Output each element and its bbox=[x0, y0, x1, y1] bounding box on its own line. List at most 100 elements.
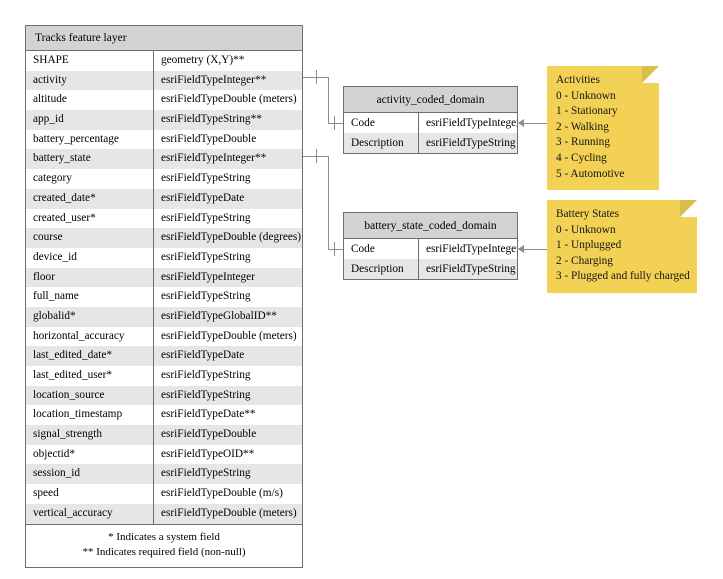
field-type: esriFieldTypeString bbox=[161, 172, 251, 185]
battery-states-note: Battery States 0 - Unknown 1 - Unplugged… bbox=[547, 200, 697, 293]
battery-state-coded-domain-table: battery_state_coded_domain Code esriFiel… bbox=[343, 212, 518, 280]
arrowhead-activities-note bbox=[518, 119, 524, 127]
table-row: SHAPE geometry (X,Y)** bbox=[26, 51, 302, 71]
table-row: created_date* esriFieldTypeDate bbox=[26, 188, 302, 209]
field-type: esriFieldTypeDouble (meters) bbox=[161, 329, 297, 342]
table-row: battery_state esriFieldTypeInteger** bbox=[26, 149, 302, 170]
field-name: Description bbox=[344, 133, 419, 153]
field-type: esriFieldTypeDate bbox=[161, 349, 245, 362]
activity-domain-rows: Code esriFieldTypeInteger Description es… bbox=[344, 113, 517, 153]
table-row: floor esriFieldTypeInteger bbox=[26, 267, 302, 288]
note-line: 3 - Running bbox=[556, 136, 610, 149]
field-type: esriFieldTypeString bbox=[161, 290, 251, 303]
table-row: Code esriFieldTypeInteger bbox=[344, 239, 517, 259]
table-row: globalid* esriFieldTypeGlobalID** bbox=[26, 306, 302, 327]
table-row: full_name esriFieldTypeString bbox=[26, 287, 302, 307]
field-type: esriFieldTypeDouble (degrees) bbox=[161, 231, 302, 244]
field-type: esriFieldTypeString** bbox=[161, 113, 262, 126]
battery-domain-rows: Code esriFieldTypeInteger Description es… bbox=[344, 239, 517, 279]
field-type: esriFieldTypeInteger bbox=[161, 270, 255, 283]
note-fold-icon bbox=[680, 200, 697, 217]
activities-note: Activities 0 - Unknown 1 - Stationary 2 … bbox=[547, 66, 659, 191]
table-row: altitude esriFieldTypeDouble (meters) bbox=[26, 90, 302, 111]
note-line: 4 - Cycling bbox=[556, 151, 607, 164]
field-type: esriFieldTypeDouble bbox=[161, 428, 257, 441]
note-line: 3 - Plugged and fully charged bbox=[556, 270, 690, 283]
connector-battery-horizontal-bottom bbox=[328, 249, 344, 250]
field-type: esriFieldTypeString bbox=[161, 250, 251, 263]
table-row: device_id esriFieldTypeString bbox=[26, 247, 302, 268]
table-row: last_edited_date* esriFieldTypeDate bbox=[26, 346, 302, 366]
connector-activity-horizontal-bottom bbox=[328, 123, 344, 124]
footnote-system-field: * Indicates a system field bbox=[108, 530, 220, 543]
field-name: device_id bbox=[26, 247, 154, 268]
field-name: full_name bbox=[26, 287, 154, 307]
connector-activity-vertical bbox=[328, 77, 329, 123]
field-name: activity bbox=[26, 70, 154, 91]
field-type: esriFieldTypeDouble (meters) bbox=[161, 93, 297, 106]
table-row: signal_strength esriFieldTypeDouble bbox=[26, 425, 302, 445]
cardinality-tick-battery-domain bbox=[334, 242, 335, 256]
field-name: battery_state bbox=[26, 149, 154, 170]
table-row: location_source esriFieldTypeString bbox=[26, 385, 302, 406]
field-name: course bbox=[26, 228, 154, 248]
field-name: location_timestamp bbox=[26, 405, 154, 426]
cardinality-tick-battery bbox=[316, 149, 317, 163]
field-type: esriFieldTypeDouble (m/s) bbox=[161, 487, 283, 500]
note-line: 2 - Charging bbox=[556, 254, 613, 267]
field-type: esriFieldTypeDouble (meters) bbox=[161, 506, 297, 519]
field-name: session_id bbox=[26, 464, 154, 485]
note-line: 0 - Unknown bbox=[556, 223, 616, 236]
field-type: esriFieldTypeDouble bbox=[161, 132, 257, 145]
field-name: horizontal_accuracy bbox=[26, 326, 154, 347]
table-row: speed esriFieldTypeDouble (m/s) bbox=[26, 484, 302, 504]
field-type: esriFieldTypeInteger bbox=[426, 243, 517, 255]
field-name: speed bbox=[26, 484, 154, 504]
note-line: 0 - Unknown bbox=[556, 89, 616, 102]
table-row: vertical_accuracy esriFieldTypeDouble (m… bbox=[26, 503, 302, 524]
field-type: esriFieldTypeDate bbox=[161, 191, 245, 204]
field-type: esriFieldTypeInteger** bbox=[161, 152, 267, 165]
cardinality-tick-activity-domain bbox=[334, 116, 335, 130]
field-type: esriFieldTypeString bbox=[161, 388, 251, 401]
note-title: Battery States bbox=[556, 208, 620, 220]
table-row: Description esriFieldTypeString bbox=[344, 133, 517, 153]
table-row: objectid* esriFieldTypeOID** bbox=[26, 444, 302, 465]
table-row: session_id esriFieldTypeString bbox=[26, 464, 302, 485]
field-type: esriFieldTypeInteger** bbox=[161, 73, 267, 86]
connector-activity-horizontal-top bbox=[303, 77, 328, 78]
field-type: esriFieldTypeString bbox=[161, 369, 251, 381]
table-row: battery_percentage esriFieldTypeDouble bbox=[26, 129, 302, 150]
table-row: activity esriFieldTypeInteger** bbox=[26, 70, 302, 91]
table-row: Description esriFieldTypeString bbox=[344, 259, 517, 279]
note-line: 5 - Automotive bbox=[556, 167, 625, 180]
field-name: battery_percentage bbox=[26, 129, 154, 150]
table-row: category esriFieldTypeString bbox=[26, 169, 302, 189]
field-type: esriFieldTypeString bbox=[426, 137, 516, 149]
field-name: SHAPE bbox=[26, 51, 154, 71]
tracks-table-rows: SHAPE geometry (X,Y)** activity esriFiel… bbox=[26, 51, 302, 524]
note-fold-icon bbox=[642, 66, 659, 83]
field-type: esriFieldTypeString bbox=[426, 263, 516, 275]
field-name: app_id bbox=[26, 110, 154, 130]
field-name: created_user* bbox=[26, 208, 154, 229]
field-name: globalid* bbox=[26, 306, 154, 327]
field-name: last_edited_date* bbox=[26, 346, 154, 366]
field-name: signal_strength bbox=[26, 425, 154, 445]
field-type: esriFieldTypeGlobalID** bbox=[161, 309, 277, 322]
table-row: app_id esriFieldTypeString** bbox=[26, 110, 302, 130]
connector-activities-note bbox=[519, 123, 548, 124]
field-name: Code bbox=[344, 239, 419, 259]
activity-coded-domain-table: activity_coded_domain Code esriFieldType… bbox=[343, 86, 518, 154]
field-name: location_source bbox=[26, 385, 154, 406]
field-type: esriFieldTypeDate** bbox=[161, 408, 256, 421]
connector-battery-horizontal-top bbox=[303, 156, 328, 157]
field-type: esriFieldTypeOID** bbox=[161, 447, 255, 460]
field-name: Description bbox=[344, 259, 419, 279]
tracks-feature-layer-table: Tracks feature layer SHAPE geometry (X,Y… bbox=[25, 25, 303, 568]
note-line: 1 - Stationary bbox=[556, 105, 618, 118]
field-type: geometry (X,Y)** bbox=[161, 54, 245, 66]
field-name: vertical_accuracy bbox=[26, 503, 154, 524]
cardinality-tick-activity bbox=[316, 70, 317, 84]
